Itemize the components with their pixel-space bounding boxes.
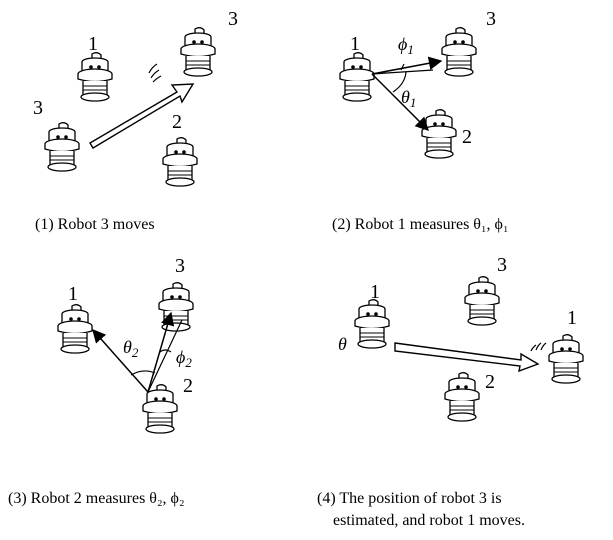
robot-2 (421, 109, 457, 159)
move-arrow (89, 83, 195, 149)
theta-label: θ1 (401, 87, 416, 110)
panel-4: 1 3 1 2 θ (4) The position of robot 3 is… (317, 254, 584, 529)
panel-caption: (3) Robot 2 measures θ₂, ϕ₂ (8, 490, 185, 507)
panel-caption: (2) Robot 1 measures θ₁, ϕ₁ (332, 216, 509, 233)
heading-line (371, 69, 434, 75)
measurement-arrow-phi (371, 56, 443, 75)
heading-line (147, 319, 183, 393)
robot-1 (57, 304, 93, 354)
phi-label: ϕ1 (398, 34, 414, 57)
robot-label: 3 (228, 8, 238, 30)
panel-3: 1 3 2 θ2 ϕ2 (3) Robot 2 measures θ₂, ϕ₂ (8, 255, 194, 507)
theta-label: θ2 (123, 337, 139, 360)
robot-1-new (548, 334, 584, 384)
robot-3 (158, 282, 194, 332)
robot-label: 1 (350, 33, 360, 55)
motion-mark (535, 342, 542, 351)
robot-label: 2 (172, 111, 182, 133)
measurement-arrow-theta (371, 73, 429, 131)
robot-label: 3 (486, 8, 496, 30)
panel-caption-line-1: (4) The position of robot 3 is (317, 490, 502, 507)
robot-label: 2 (485, 371, 495, 393)
panel-2: 1 3 2 ϕ1 θ1 (2) Robot 1 measures θ₁, ϕ₁ (332, 8, 509, 233)
angle-arc-theta (130, 370, 156, 376)
robot-3 (441, 27, 477, 77)
phi-label: ϕ2 (176, 347, 192, 370)
panel-caption: (1) Robot 3 moves (35, 216, 155, 233)
motion-mark (148, 63, 158, 74)
motion-mark (152, 75, 162, 83)
robot-label: 1 (370, 281, 380, 303)
angle-arc-phi (159, 349, 172, 353)
measurement-arrow-theta (92, 328, 149, 393)
angle-arc-theta (392, 71, 407, 93)
robot-label: 2 (462, 126, 472, 148)
robot-1 (339, 52, 375, 102)
move-arrow (394, 342, 540, 373)
robot-label: 3 (497, 254, 507, 276)
motion-mark (540, 342, 547, 351)
panel-1: 1 3 3 2 (1) Robot 3 moves (33, 8, 238, 233)
robot-1-old (354, 299, 390, 349)
robot-label: 3 (33, 97, 43, 119)
robot-3 (464, 276, 500, 326)
robot-3-new (180, 27, 216, 77)
angle-arc-phi (400, 63, 405, 71)
robot-label: 1 (68, 283, 78, 305)
motion-mark (150, 69, 160, 79)
robot-2 (162, 137, 198, 187)
robot-3-old (44, 122, 80, 172)
robot-label: 3 (175, 255, 185, 277)
measurement-arrow-phi (147, 311, 175, 393)
robot-label: 1 (88, 33, 98, 55)
robot-2 (444, 372, 480, 422)
robot-label: 2 (183, 375, 193, 397)
robot-label: 1 (567, 307, 577, 329)
motion-mark (530, 344, 537, 352)
theta-label: θ (338, 334, 347, 354)
robot-1 (77, 52, 113, 102)
panel-caption-line-2: estimated, and robot 1 moves. (333, 512, 525, 529)
